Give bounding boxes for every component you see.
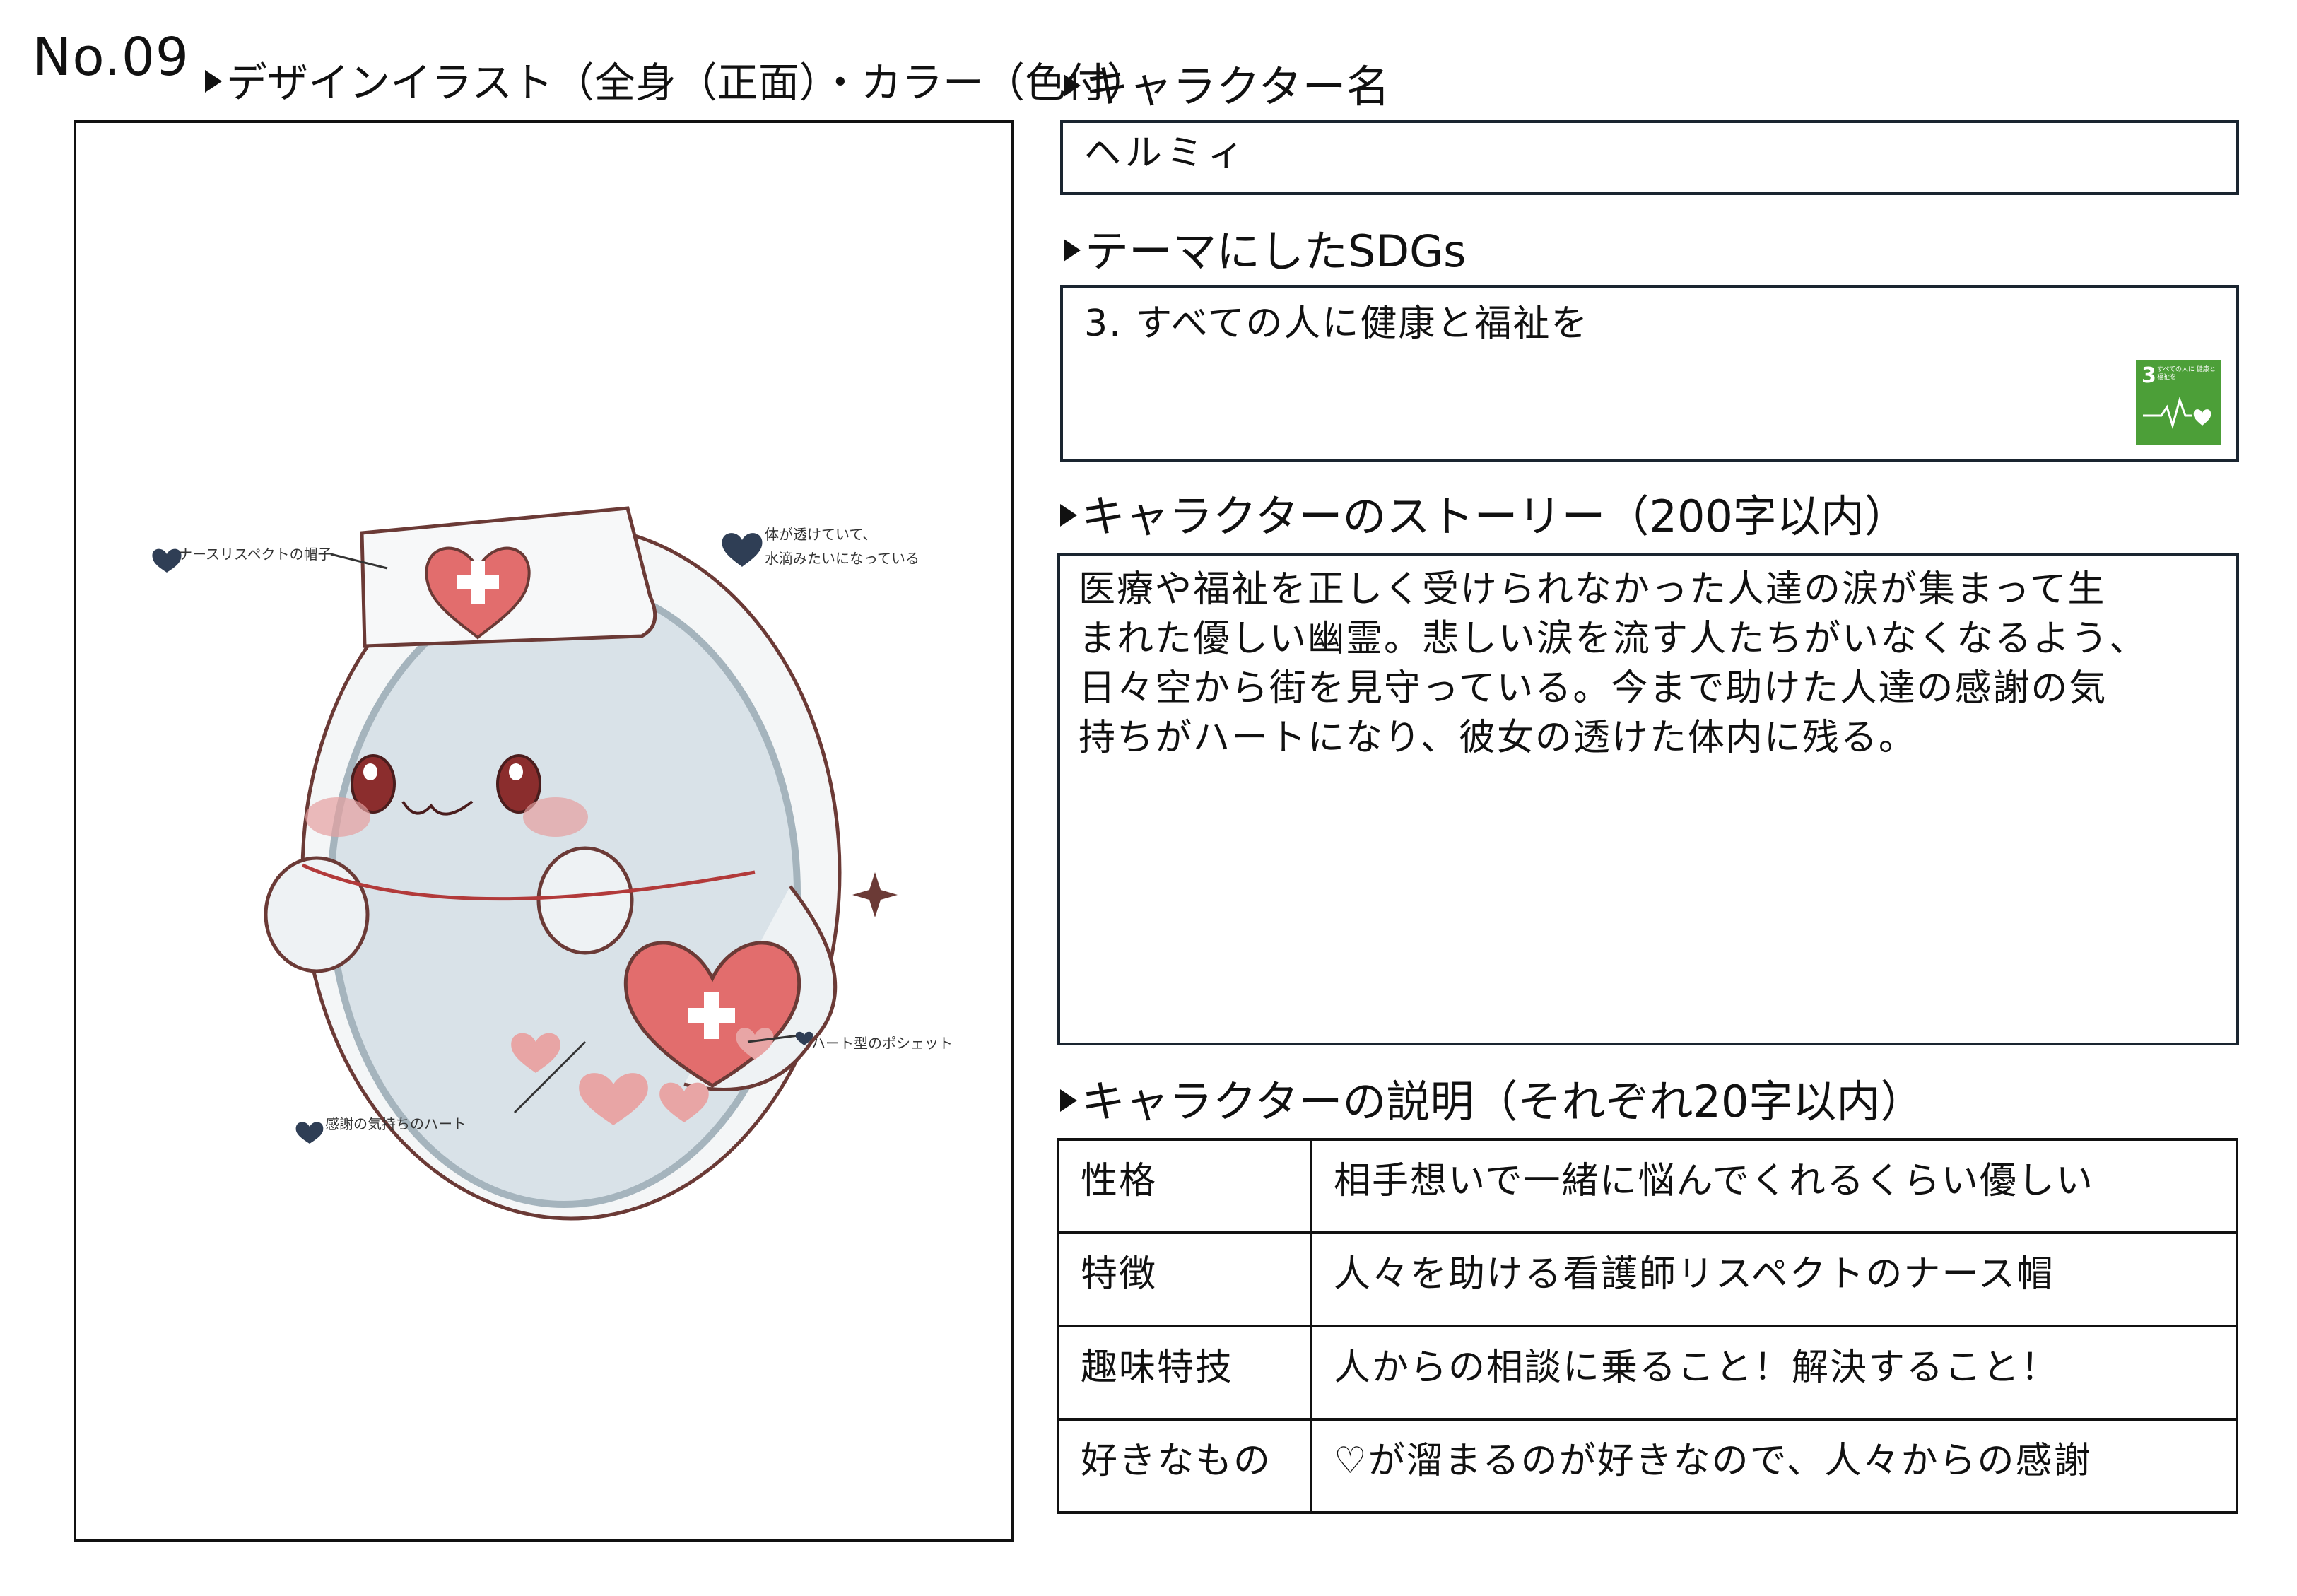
table-row: 趣味特技 人からの相談に乗ること！解決すること！ <box>1057 1325 2238 1421</box>
story-text: 医療や福祉を正しく受けられなかった人達の涙が集まって生 まれた優しい幽霊。悲しい… <box>1060 556 2236 763</box>
callout-heart-icon <box>795 1031 813 1045</box>
small-heart-icon <box>511 1033 560 1073</box>
row-value-feature: 人々を助ける看護師リスペクトのナース帽 <box>1310 1231 2238 1327</box>
right-eye <box>496 754 541 814</box>
mouth <box>401 800 474 816</box>
story-box: 医療や福祉を正しく受けられなかった人達の涙が集まって生 まれた優しい幽霊。悲しい… <box>1057 553 2239 1045</box>
story-heading-text: キャラクターのストーリー（200字以内） <box>1081 491 1908 542</box>
right-cheek <box>523 797 588 837</box>
callout-body-line2: 水滴みたいになっている <box>765 550 920 567</box>
callout-heart-icon <box>722 533 763 567</box>
small-heart-icon <box>659 1082 709 1122</box>
row-label-hobby: 趣味特技 <box>1057 1325 1312 1421</box>
row-label-likes: 好きなもの <box>1057 1418 1312 1514</box>
description-table: 性格 相手想いで一緒に悩んでくれるくらい優しい 特徴 人々を助ける看護師リスペク… <box>1057 1138 2238 1514</box>
sdgs-box: 3. すべての人に健康と福祉を <box>1060 285 2239 462</box>
table-row: 好きなもの ♡が溜まるのが好きなので、人々からの感謝 <box>1057 1418 2238 1514</box>
story-line: まれた優しい幽霊。悲しい涙を流す人たちがいなくなるよう、 <box>1079 618 2148 660</box>
triangle-marker-icon <box>1060 1089 1077 1112</box>
sdgs-heading-text: テーマにしたSDGs <box>1085 225 1467 277</box>
character-illustration <box>152 506 898 1221</box>
row-value-hobby: 人からの相談に乗ること！解決すること！ <box>1310 1325 2238 1421</box>
story-line: 日々空から街を見守っている。今まで助けた人達の感謝の気 <box>1079 667 2108 710</box>
sdg-goal-3-icon: 3 すべての人に 健康と福祉を <box>2136 360 2221 445</box>
sparkle-icon <box>852 872 898 917</box>
triangle-marker-icon <box>1060 503 1077 527</box>
illustration-heading: デザインイラスト（全身（正面）・カラー（色付） <box>205 62 1148 103</box>
row-value-personality: 相手想いで一緒に悩んでくれるくらい優しい <box>1310 1138 2238 1234</box>
page-number: No.09 <box>33 27 190 88</box>
name-heading-text: キャラクター名 <box>1085 61 1390 112</box>
row-value-likes: ♡が溜まるのが好きなので、人々からの感謝 <box>1310 1418 2238 1514</box>
character-name: ヘルミィ <box>1084 132 1249 175</box>
story-heading: キャラクターのストーリー（200字以内） <box>1060 495 1908 539</box>
callout-pochette: ハート型のポシェット <box>811 1035 953 1052</box>
sdg-icon-label: すべての人に 健康と福祉を <box>2157 366 2216 381</box>
callout-hearts: 感謝の気持ちのハート <box>325 1115 466 1132</box>
callout-hat: ナースリスペクトの帽子 <box>178 546 332 563</box>
story-line: 持ちがハートになり、彼女の透けた体内に残る。 <box>1079 717 1917 759</box>
story-line: 医療や福祉を正しく受けられなかった人達の涙が集まって生 <box>1079 568 2106 611</box>
small-heart-icon <box>736 1028 774 1060</box>
row-label-personality: 性格 <box>1057 1138 1312 1234</box>
sdg-goal-text: 3. すべての人に健康と福祉を <box>1084 303 1590 345</box>
ghost-right-arm <box>536 846 634 955</box>
ghost-left-arm <box>264 856 370 973</box>
description-heading: キャラクターの説明（それぞれ20字以内） <box>1060 1080 1924 1124</box>
character-name-box: ヘルミィ <box>1060 120 2239 195</box>
callout-heart-icon <box>152 548 182 573</box>
triangle-marker-icon <box>1064 74 1081 97</box>
small-heart-icon <box>579 1073 648 1125</box>
description-heading-text: キャラクターの説明（それぞれ20字以内） <box>1081 1076 1925 1127</box>
name-heading: キャラクター名 <box>1064 65 1390 109</box>
sdgs-heading: テーマにしたSDGs <box>1064 230 1466 274</box>
left-cheek <box>305 797 370 837</box>
left-eye <box>351 754 396 814</box>
sdg-icon-number: 3 <box>2142 363 2156 388</box>
table-row: 特徴 人々を助ける看護師リスペクトのナース帽 <box>1057 1231 2238 1327</box>
callout-body-line1: 体が透けていて、 <box>765 526 877 543</box>
illustration-heading-text: デザインイラスト（全身（正面）・カラー（色付） <box>226 59 1148 107</box>
table-row: 性格 相手想いで一緒に悩んでくれるくらい優しい <box>1057 1138 2238 1234</box>
callout-heart-icon <box>295 1122 324 1144</box>
triangle-marker-icon <box>205 69 222 93</box>
pochette-strap <box>301 863 756 901</box>
row-label-feature: 特徴 <box>1057 1231 1312 1327</box>
heartbeat-icon <box>2143 397 2211 430</box>
illustration-frame <box>74 120 1014 1542</box>
triangle-marker-icon <box>1064 238 1081 262</box>
